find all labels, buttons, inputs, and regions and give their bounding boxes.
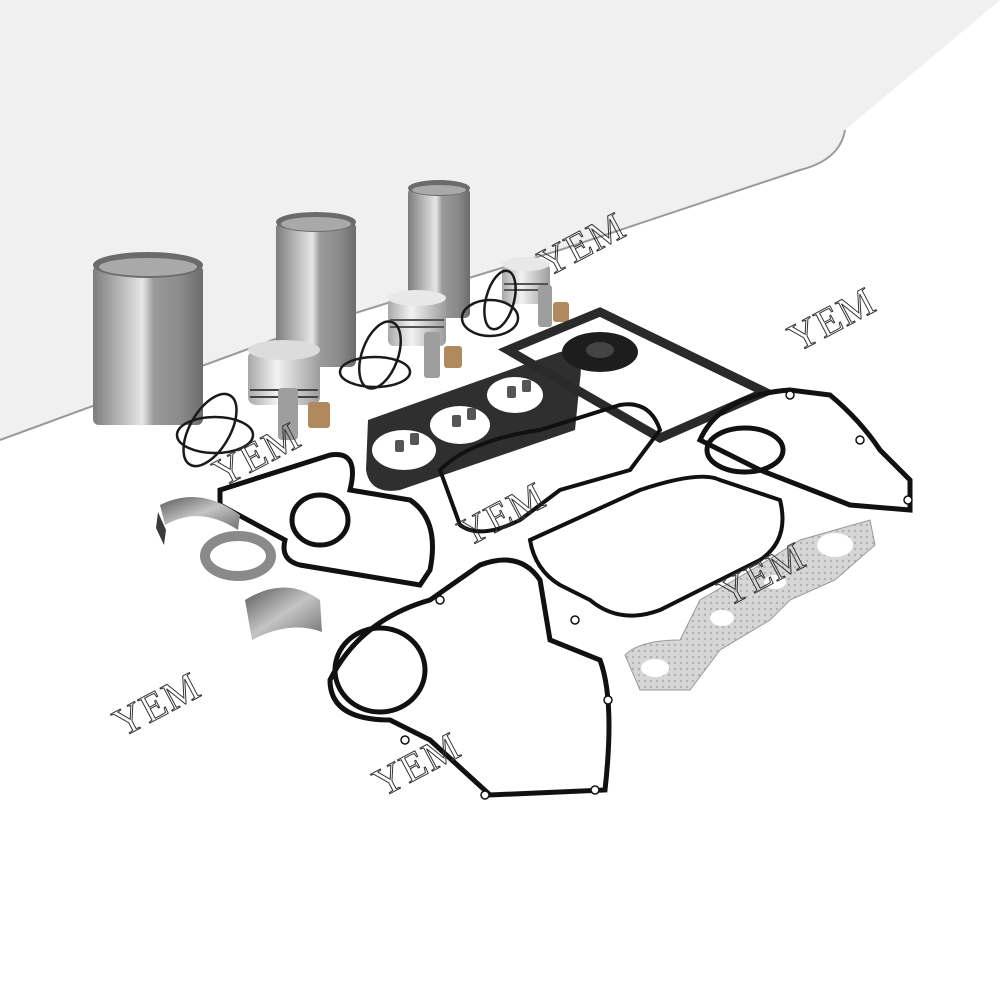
valve-cover-gaskets (437, 402, 785, 618)
piston-pins (278, 285, 569, 440)
exhaust-manifold-gasket (624, 519, 876, 691)
head-gasket (366, 350, 581, 491)
timing-cover-gaskets (217, 387, 913, 798)
backdrop-wall (0, 0, 1000, 440)
bearings (156, 497, 322, 640)
cylinder-liners (93, 180, 470, 425)
piston-rings (175, 269, 520, 468)
